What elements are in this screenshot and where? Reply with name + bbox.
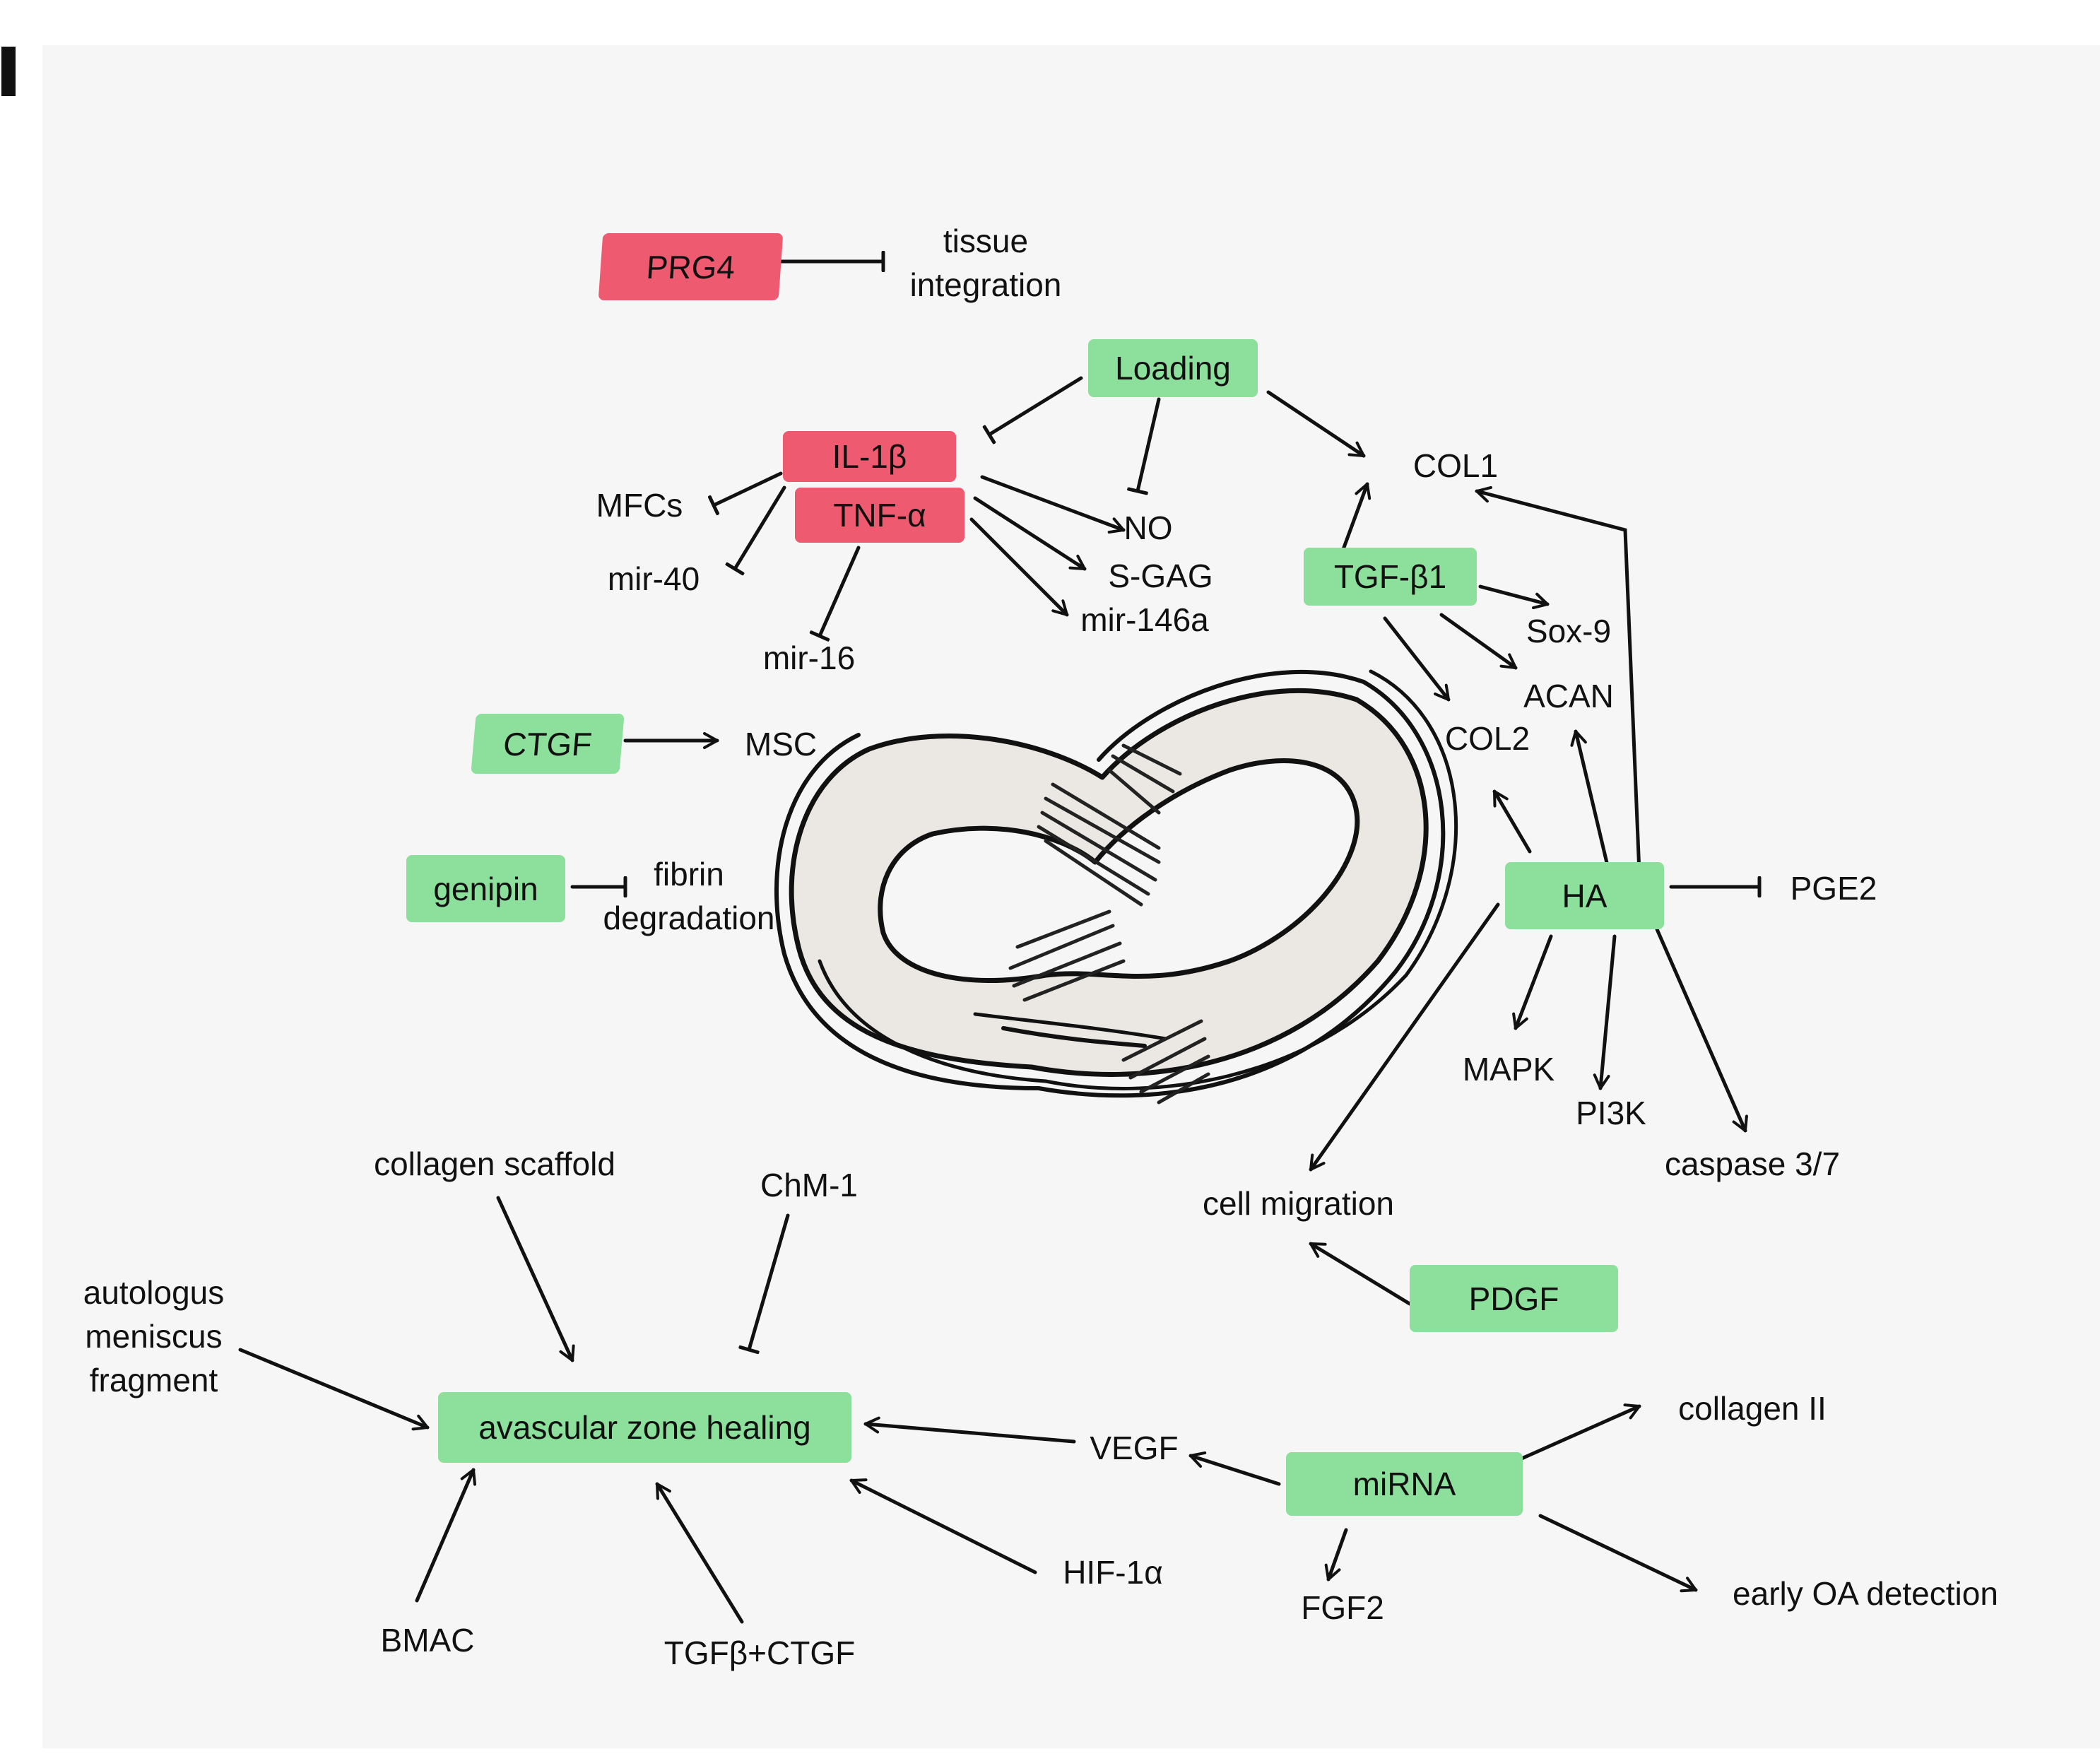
edge-loading-no: [1138, 397, 1161, 491]
label-mir16: mir-16: [762, 640, 856, 676]
edge-ha-mapk: [1512, 934, 1553, 1030]
fiber-bundle-lower: [1008, 909, 1210, 1105]
label-autologus-1: autologus: [83, 1274, 225, 1311]
meniscus-outer-rim: [774, 670, 1446, 1098]
edge-ha-col1: [1475, 485, 1641, 875]
label-collagen2: collagen II: [1678, 1390, 1827, 1427]
fiber-bundle-upper: [1037, 743, 1182, 907]
node-tgfb1: TGF-β1: [1304, 548, 1477, 606]
edge-tgfbctgf-avascular: [655, 1482, 744, 1624]
label-tissue-integration-1: tissue: [943, 223, 1029, 259]
label-collagen-scaffold: collagen scaffold: [374, 1145, 615, 1182]
edge-il1b-no: [980, 475, 1126, 534]
edge-ha-acan: [1570, 729, 1610, 868]
edge-ha-caspase: [1655, 927, 1748, 1133]
edge-tnf-mir40: [735, 485, 786, 569]
meniscus-tail-2: [973, 1012, 1168, 1041]
edge-mirna-vegf: [1188, 1451, 1281, 1486]
label-pi3k: PI3K: [1576, 1095, 1646, 1131]
node-loading: Loading: [1088, 339, 1258, 397]
label-fibrin-2: degradation: [603, 900, 775, 936]
edge-autologus-avascular: [238, 1348, 430, 1431]
label-mapk: MAPK: [1462, 1051, 1555, 1088]
label-mir40: mir-40: [607, 560, 700, 597]
label-tissue-integration-2: integration: [909, 266, 1062, 303]
edge-bmac-avascular: [415, 1468, 477, 1603]
edge-tnf-sgag: [973, 496, 1087, 571]
label-mfcs: MFCs: [596, 487, 683, 524]
edge-tgfb1-acan: [1439, 613, 1518, 670]
meniscus-tissue: [789, 688, 1429, 1077]
edge-ha-cell-migration: [1309, 902, 1500, 1172]
label-autologus-3: fragment: [89, 1362, 218, 1398]
edge-ha-col2: [1492, 789, 1532, 854]
edge-vegf-avascular: [863, 1416, 1076, 1444]
node-ctgf: CTGF: [471, 714, 625, 774]
meniscus-outer-rim-2: [818, 669, 1458, 1090]
label-cell-migration: cell migration: [1203, 1185, 1394, 1222]
edge-mirna-fgf2: [1324, 1528, 1348, 1582]
node-pdgf: PDGF: [1410, 1265, 1618, 1332]
node-mirna: miRNA: [1286, 1452, 1523, 1516]
label-sox9: Sox-9: [1526, 613, 1612, 649]
node-il1b: IL-1β: [783, 431, 956, 482]
label-autologus-2: meniscus: [85, 1318, 223, 1355]
meniscus-tail: [1001, 1026, 1147, 1048]
node-prg4: PRG4: [598, 233, 784, 300]
label-fibrin-1: fibrin: [654, 856, 724, 893]
node-ha: HA: [1505, 862, 1664, 929]
edge-mirna-collagen2: [1510, 1403, 1641, 1465]
edge-tnf-mir146a: [969, 517, 1069, 617]
node-avascular: avascular zone healing: [438, 1392, 851, 1463]
label-tgfb-ctgf: TGFβ+CTGF: [663, 1635, 856, 1671]
label-chm1: ChM-1: [760, 1167, 859, 1203]
node-tnfa: TNF-α: [795, 488, 965, 543]
label-acan: ACAN: [1523, 678, 1614, 714]
label-fgf2: FGF2: [1301, 1589, 1384, 1626]
edge-tgfb1-sox9: [1478, 584, 1550, 610]
edge-loading-il1b: [989, 376, 1083, 435]
label-hif1a: HIF-1α: [1063, 1554, 1163, 1591]
edge-hif-avascular: [849, 1478, 1037, 1574]
edge-tgfb1-col1: [1340, 482, 1372, 553]
label-sgag: S-GAG: [1108, 558, 1213, 594]
label-caspase: caspase 3/7: [1664, 1145, 1841, 1182]
label-col2: COL2: [1444, 720, 1530, 757]
label-msc: MSC: [744, 726, 818, 762]
edge-pdgf-cell-migration: [1309, 1242, 1412, 1306]
edge-loading-col1: [1266, 390, 1366, 458]
label-early-oa: early OA detection: [1733, 1575, 1998, 1612]
label-bmac: BMAC: [380, 1622, 475, 1659]
edge-ha-pi3k: [1593, 934, 1617, 1090]
edge-mirna-earlyoa: [1538, 1514, 1698, 1593]
edges: [238, 261, 1762, 1624]
corner-mark: [1, 47, 16, 96]
edge-chm1-avascular: [749, 1213, 790, 1350]
paper-background: [42, 45, 2100, 1748]
label-vegf: VEGF: [1090, 1430, 1179, 1466]
edge-tnf-mir16: [820, 546, 861, 636]
label-pge2: PGE2: [1790, 870, 1877, 907]
label-no: NO: [1123, 510, 1173, 546]
label-mir146a: mir-146a: [1080, 601, 1209, 638]
meniscus-ring-illustration: [774, 669, 1458, 1105]
node-genipin: genipin: [406, 855, 565, 922]
edge-il1b-mfcs: [714, 471, 783, 505]
label-col1: COL1: [1412, 447, 1499, 484]
edge-scaffold-avascular: [496, 1196, 575, 1362]
edge-tgfb1-col2: [1383, 616, 1451, 702]
